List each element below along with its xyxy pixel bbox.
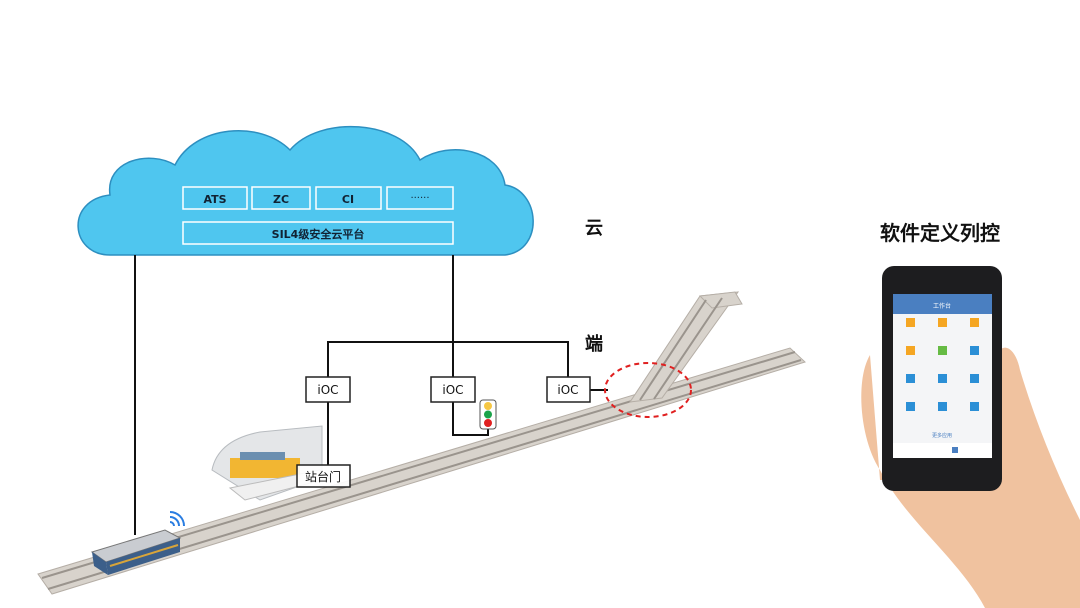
train-icon: [90, 529, 182, 575]
phone-more-apps[interactable]: 更多应用: [932, 432, 952, 439]
ioc-box: iOC: [430, 376, 476, 403]
station-illustration: [211, 425, 332, 501]
cloud-shape: [77, 125, 534, 256]
phone-app-grid: [906, 318, 979, 411]
module-zc: ZC: [273, 193, 289, 206]
branch-track: [628, 291, 743, 403]
platform-label: SIL4级安全云平台: [272, 227, 365, 241]
traffic-signal-icon: [479, 399, 497, 430]
svg-text:站台门: 站台门: [305, 469, 341, 484]
svg-text:iOC: iOC: [442, 383, 463, 397]
svg-text:iOC: iOC: [317, 383, 338, 397]
module-ci: CI: [342, 193, 354, 206]
ioc-box: iOC: [305, 376, 351, 403]
wifi-icon: [169, 511, 185, 527]
switch-highlight: [604, 362, 692, 418]
module-more: ······: [410, 193, 429, 204]
ioc-box: iOC: [546, 376, 591, 403]
cloud-modules: ATS ZC CI ······ SIL4级安全云平台: [182, 186, 454, 245]
hand-holding-phone: 工作台 更多应用: [861, 266, 1080, 608]
layer-edge-label: 端: [585, 334, 603, 355]
phone-screen-title: 工作台: [933, 302, 951, 310]
phone-section-title: 软件定义列控: [880, 221, 1000, 245]
layer-cloud-label: 云: [585, 218, 603, 239]
network-lines: [134, 255, 608, 535]
platform-door-box: 站台门: [296, 464, 351, 488]
svg-text:iOC: iOC: [557, 383, 578, 397]
module-ats: ATS: [203, 193, 226, 206]
